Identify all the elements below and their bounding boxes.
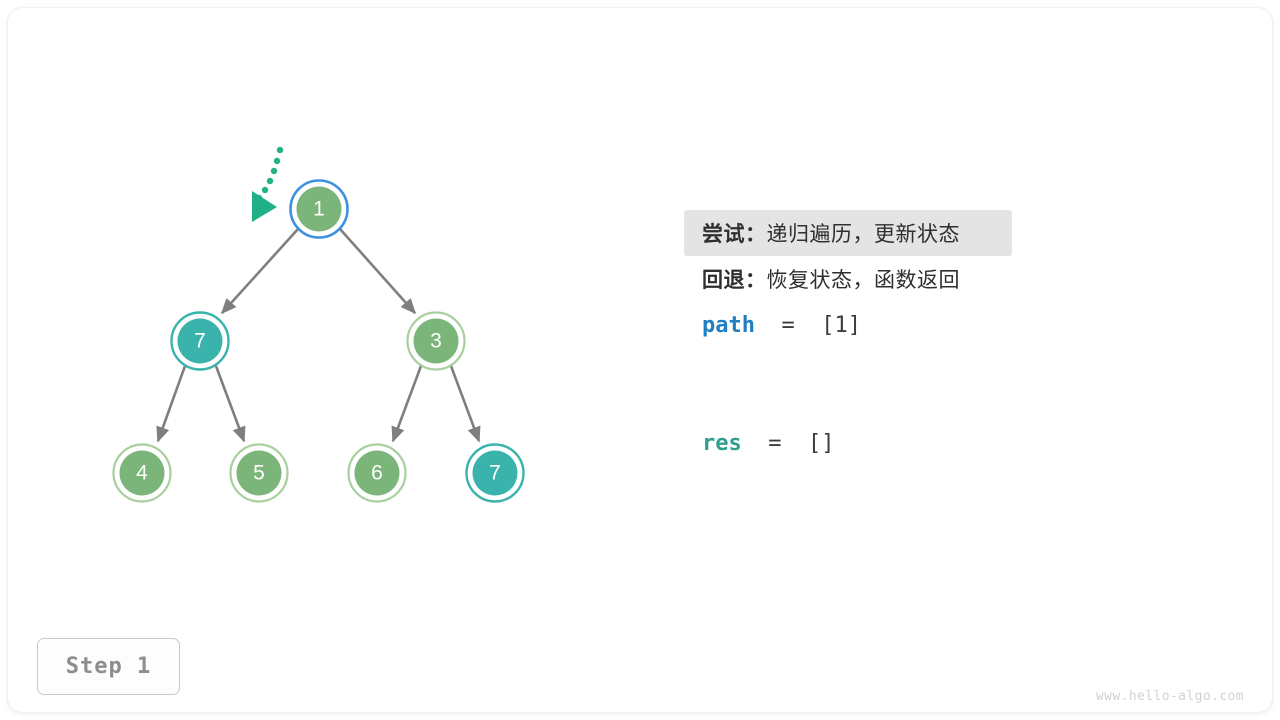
watermark: www.hello-algo.com — [1095, 689, 1244, 704]
tree-node-1-label: 1 — [313, 198, 325, 221]
tree-node-4-fill — [119, 450, 165, 496]
tree-node-1-outer-ring — [289, 179, 349, 239]
cursor-trail-dot-5 — [261, 186, 269, 194]
cursor-trail-dot-4 — [266, 177, 274, 185]
canvas-frame — [8, 8, 1272, 712]
step-badge: Step 1 — [37, 638, 180, 695]
tree-node-2[interactable]: 7 — [170, 311, 230, 371]
cursor-trail-dot-1 — [276, 146, 284, 154]
tree-node-7-label: 7 — [489, 462, 501, 485]
tree-node-3[interactable]: 3 — [406, 311, 466, 371]
tree-node-5-fill — [236, 450, 282, 496]
tree-node-2-inner-gap — [173, 314, 227, 368]
cursor-trail-dot-3 — [270, 167, 278, 175]
backtrack-row-label: 回退： — [702, 269, 767, 292]
tree-node-1-fill — [296, 186, 342, 232]
tree-node-6-inner-gap — [350, 446, 404, 500]
tree-node-7[interactable]: 7 — [465, 443, 525, 503]
edge-n3-n7 — [449, 365, 481, 443]
tree-node-3-outer-ring — [406, 311, 466, 371]
try-row-desc: 递归遍历，更新状态 — [766, 223, 960, 246]
tree-node-7-inner-gap — [468, 446, 522, 500]
tree-node-6-outer-ring — [347, 443, 407, 503]
res-equals-sign: = — [741, 430, 808, 456]
backtrack-row: 回退：恢复状态，函数返回 — [684, 256, 1114, 302]
edge-n1-n3 — [339, 228, 417, 315]
tree-node-6[interactable]: 6 — [347, 443, 407, 503]
tree-node-6-fill — [354, 450, 400, 496]
tree-node-3-inner-gap — [409, 314, 463, 368]
state-panel: 尝试：递归遍历，更新状态 回退：恢复状态，函数返回 path = [1] res… — [684, 210, 1114, 466]
tree-node-3-fill — [413, 318, 459, 364]
tree-node-5-inner-gap — [232, 446, 286, 500]
edge-n2-n4 — [156, 365, 187, 443]
res-variable-row: res = [] — [684, 420, 1114, 466]
tree-node-4-inner-gap — [115, 446, 169, 500]
path-equals-sign: = — [754, 312, 822, 338]
tree-node-1[interactable]: 1 — [289, 179, 349, 239]
edge-n3-n6 — [391, 365, 423, 443]
tree-node-5-label: 5 — [253, 462, 265, 485]
edge-n1-n2 — [220, 228, 299, 315]
try-row-label: 尝试： — [702, 223, 767, 246]
tree-node-2-label: 7 — [194, 330, 206, 353]
tree-node-3-label: 3 — [430, 330, 442, 353]
edge-n2-n5 — [214, 365, 246, 443]
cursor-triangle-icon — [252, 191, 277, 222]
try-row: 尝试：递归遍历，更新状态 — [684, 210, 1012, 256]
cursor-trail-dot-2 — [273, 157, 281, 165]
tree-node-2-fill — [177, 318, 223, 364]
tree-node-6-label: 6 — [371, 462, 383, 485]
path-variable-value: [1] — [821, 312, 861, 338]
tree-node-4-outer-ring — [112, 443, 172, 503]
tree-node-5[interactable]: 5 — [229, 443, 289, 503]
panel-spacer — [684, 348, 1114, 420]
tree-node-5-outer-ring — [229, 443, 289, 503]
tree-edges — [156, 228, 481, 443]
res-variable-value: [] — [807, 430, 835, 456]
tree-node-7-fill — [472, 450, 518, 496]
tree-node-1-inner-gap — [292, 182, 346, 236]
path-variable-row: path = [1] — [684, 302, 1114, 348]
path-variable-name: path — [702, 312, 755, 338]
tree-node-2-outer-ring — [170, 311, 230, 371]
tree-node-4-label: 4 — [136, 462, 148, 485]
tree-node-7-outer-ring — [465, 443, 525, 503]
recursion-cursor — [252, 146, 284, 222]
tree-node-4[interactable]: 4 — [112, 443, 172, 503]
res-variable-name: res — [702, 430, 742, 456]
backtrack-row-desc: 恢复状态，函数返回 — [766, 269, 960, 292]
